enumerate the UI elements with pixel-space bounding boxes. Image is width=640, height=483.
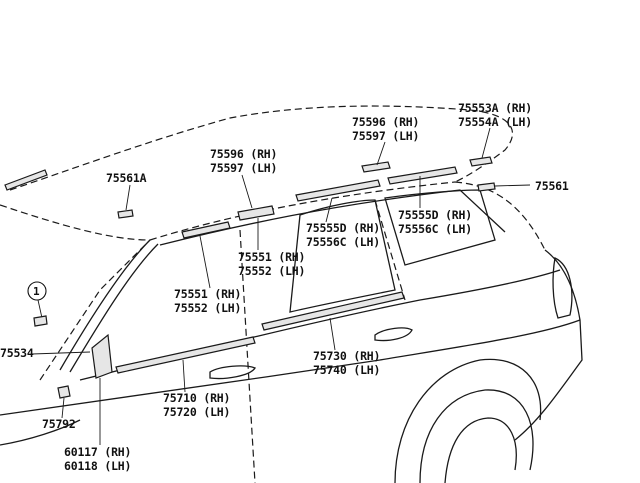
roof-rear-edge: [454, 181, 546, 251]
label-75720: 75720 (LH): [163, 405, 231, 419]
label-75597-top: 75597 (LH): [352, 129, 420, 143]
label-75596-top: 75596 (RH): [352, 115, 420, 129]
leader-75555d-center: [325, 197, 333, 223]
label-75710: 75710 (RH): [163, 391, 231, 405]
roof-end-cap-front: [117, 209, 134, 219]
front-corner: [0, 419, 81, 446]
label-75556c-center: 75556C (LH): [306, 235, 380, 249]
rear-lamp: [552, 257, 573, 319]
label-75596-mid: 75596 (RH): [210, 147, 278, 161]
wheel-outer: [419, 389, 534, 483]
label-60118: 60118 (LH): [64, 459, 132, 473]
window-line: [159, 189, 506, 246]
front-door-handle: [209, 365, 256, 380]
callout-marker-number: 1: [33, 285, 40, 298]
roof-end-cap-rear: [469, 156, 493, 167]
label-75730: 75730 (RH): [313, 349, 381, 363]
roof-drip-molding-front: [181, 221, 231, 239]
leader-75553a: [481, 127, 491, 159]
rear-door-window: [289, 199, 396, 313]
label-75792: 75792: [42, 417, 76, 431]
rear-door-belt-molding: [261, 291, 405, 331]
rear-door-edge: [374, 199, 406, 301]
leader-75561a: [125, 184, 131, 211]
label-75556c-right: 75556C (LH): [398, 222, 472, 236]
leader-marker: [37, 299, 43, 319]
roof-drip-molding-rear: [387, 166, 458, 185]
front-door-edge: [239, 229, 256, 483]
label-75555d-right: 75555D (RH): [398, 208, 472, 222]
roof-clip-center: [237, 205, 275, 221]
leader-75561: [494, 184, 531, 187]
clip-near-marker: [33, 315, 48, 327]
label-75555d-center: 75555D (RH): [306, 221, 380, 235]
fastener-75792: [57, 385, 71, 399]
label-75554a: 75554A (LH): [458, 115, 532, 129]
wheel-arch: [394, 358, 542, 483]
roof-outline: [9, 105, 514, 191]
label-75561: 75561: [535, 179, 569, 193]
label-75552-center: 75552 (LH): [238, 264, 306, 278]
label-75740: 75740 (LH): [313, 363, 381, 377]
front-pillar-garnish: [91, 333, 113, 379]
hood-outline: [39, 239, 151, 381]
label-75534: 75534: [0, 346, 34, 360]
rear-clip: [477, 182, 496, 192]
leader-75730: [329, 317, 336, 351]
roof-clip-rear: [361, 161, 391, 173]
leader-75596-top: [376, 141, 386, 166]
label-75552-left: 75552 (LH): [174, 301, 242, 315]
roof-front-edge-strip: [4, 169, 48, 191]
label-75551-center: 75551 (RH): [238, 250, 306, 264]
label-60117: 60117 (RH): [64, 445, 132, 459]
leader-75710: [182, 359, 186, 393]
leader-75792: [61, 397, 65, 419]
label-75561a: 75561A: [106, 171, 147, 185]
callout-marker-circle: [27, 281, 47, 301]
roof-side-edge: [149, 181, 456, 241]
leader-75534: [31, 351, 91, 355]
rear-door-handle: [374, 327, 413, 342]
label-75597-mid: 75597 (LH): [210, 161, 278, 175]
quarter-window: [384, 189, 496, 266]
leader-75596-mid: [241, 174, 253, 209]
label-75551-left: 75551 (RH): [174, 287, 242, 301]
leader-75551-left: [199, 235, 211, 289]
wheel-inner: [444, 417, 517, 483]
roof-drip-molding-center: [295, 179, 381, 202]
rear-panel: [514, 249, 583, 441]
a-pillar-inner: [69, 243, 159, 373]
label-75553a: 75553A (RH): [458, 101, 532, 115]
front-door-belt-molding: [115, 336, 256, 374]
lower-body: [0, 319, 581, 416]
